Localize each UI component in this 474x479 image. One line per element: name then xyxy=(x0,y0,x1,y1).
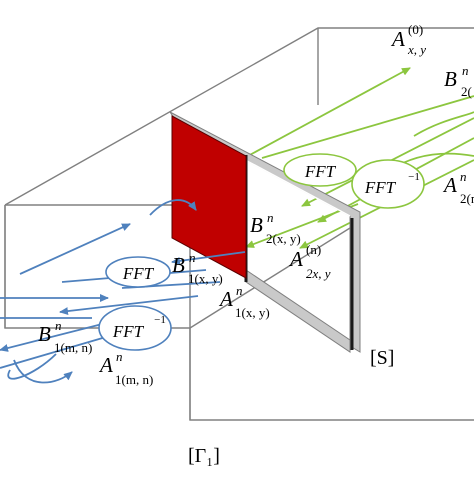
svg-text:n: n xyxy=(460,169,467,184)
svg-text:1(x, y): 1(x, y) xyxy=(188,271,223,286)
svg-text:B: B xyxy=(38,322,51,346)
svg-text:n: n xyxy=(189,250,196,265)
ifft-upper-sup: −1 xyxy=(408,171,420,183)
svg-text:2(m: 2(m xyxy=(460,191,474,206)
svg-text:1(x, y): 1(x, y) xyxy=(235,305,270,320)
ifft-ellipse-upper: FFT −1 xyxy=(351,159,425,209)
ifft-ellipse-lower: FFT −1 xyxy=(98,305,172,351)
source-panel xyxy=(171,115,247,279)
svg-text:(n): (n) xyxy=(306,242,321,257)
boundary-gamma1-label: [Γ₁] xyxy=(188,445,220,467)
ifft-lower-label: FFT xyxy=(112,322,145,341)
svg-text:1(m, n): 1(m, n) xyxy=(54,340,92,355)
svg-text:n: n xyxy=(116,349,123,364)
ifft-upper-label: FFT xyxy=(364,178,397,197)
svg-text:n: n xyxy=(462,63,469,78)
svg-text:A: A xyxy=(390,27,405,51)
svg-text:1(m, n): 1(m, n) xyxy=(115,372,153,387)
fft-ellipse-upper: FFT xyxy=(283,153,357,187)
svg-text:2(: 2( xyxy=(461,84,472,99)
svg-text:A: A xyxy=(98,353,113,377)
label-B1-xy: B n 1(x, y) xyxy=(172,250,223,286)
label-B1-mn: B n 1(m, n) xyxy=(38,318,92,355)
svg-text:n: n xyxy=(55,318,62,333)
svg-text:A: A xyxy=(288,247,303,271)
ifft-lower-sup: −1 xyxy=(154,314,166,326)
svg-text:B: B xyxy=(444,67,457,91)
label-A2xy-n: A (n) 2x, y xyxy=(288,242,331,281)
label-A2-mn-right: A n 2(m xyxy=(442,169,474,206)
outer-box xyxy=(4,27,474,421)
svg-text:x, y: x, y xyxy=(407,42,426,57)
svg-text:B: B xyxy=(250,213,263,237)
label-A1-xy: A n 1(x, y) xyxy=(218,283,270,320)
fft-upper-label: FFT xyxy=(304,162,337,181)
fft-lower-label: FFT xyxy=(122,264,155,283)
svg-text:A: A xyxy=(442,173,457,197)
svg-text:n: n xyxy=(236,283,243,298)
fft-ellipse-lower: FFT xyxy=(105,256,171,288)
svg-text:(0): (0) xyxy=(408,22,423,37)
label-A1-mn: A n 1(m, n) xyxy=(98,349,153,387)
label-B2-xy: B n 2(x, y) xyxy=(250,210,301,246)
svg-text:2x, y: 2x, y xyxy=(306,266,331,281)
svg-text:2(x, y): 2(x, y) xyxy=(266,231,301,246)
boundary-S-label: [S] xyxy=(370,347,394,369)
label-B2-top: B n 2( xyxy=(444,63,472,99)
svg-text:B: B xyxy=(172,253,185,277)
label-A-xy-0: A (0) x, y xyxy=(390,22,426,57)
svg-text:n: n xyxy=(267,210,274,225)
svg-text:A: A xyxy=(218,287,233,311)
